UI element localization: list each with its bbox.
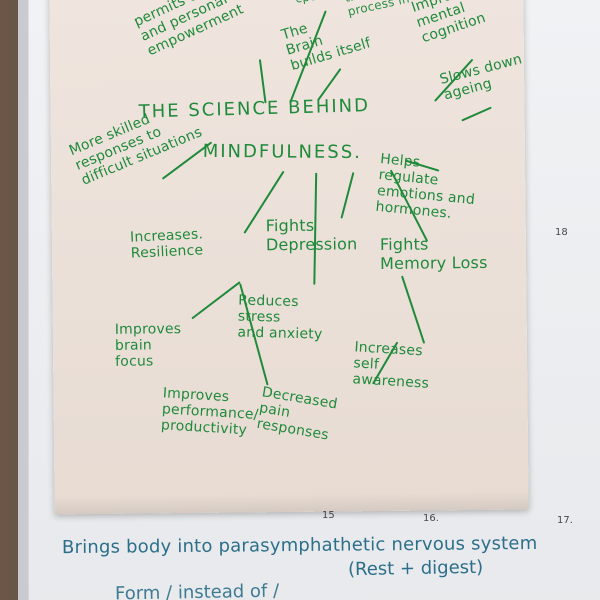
whiteboard-number-17: 17. (557, 515, 573, 526)
flipchart-paper: cpu tissue process in permits choice and… (49, 0, 529, 515)
flipchart-title-line-2: MINDFULNESS. (202, 140, 362, 164)
flipchart-text-brain-builds-itself: The Brain builds itself (279, 20, 373, 75)
flipchart-text-top-partial: cpu (294, 0, 318, 6)
flipchart-text-helps-regulate: Helps regulate emotions and hormones. (374, 151, 476, 222)
whiteboard-note-line-1: Brings body into parasymphathetic nervou… (61, 532, 538, 559)
flipchart-text-increases-resilience: Increases. Resilience (129, 226, 204, 262)
mindmap-connector-lines (162, 10, 492, 386)
flipchart-text-more-skilled-responses: More skilled responses to difficult situ… (66, 111, 205, 189)
flipchart-text-decreased-pain: Decreased pain responses (255, 384, 339, 444)
whiteboard-note-line-2: (Rest + digest) (347, 556, 484, 581)
flipchart-text-slows-ageing: Slows down ageing (438, 51, 524, 104)
flipchart-text-improves-brain-focus: Improves brain focus (114, 321, 182, 370)
flipchart-text-improves-performance: Improves performance/ productivity (160, 385, 260, 439)
flipchart-text-reduces-stress: Reduces stress and anxiety (237, 292, 323, 343)
flipchart-text-increases-self-awareness: Increases self awareness (352, 339, 430, 392)
whiteboard-number-16: 16. (423, 513, 439, 524)
flipchart-text-fights-memory-loss: Fights Memory Loss (379, 234, 488, 274)
flipchart-text-fights-depression: Fights Depression (265, 215, 358, 255)
whiteboard-number-15: 15 (322, 510, 335, 521)
flipchart-text-permits-choice: permits choice and personal empowerment (131, 0, 247, 60)
whiteboard-note-line-3: Form / instead of / (114, 580, 280, 600)
whiteboard-number-18: 18 (555, 227, 568, 238)
flipchart-text-improves-mental-cognition: Improves mental cognition (409, 0, 488, 47)
